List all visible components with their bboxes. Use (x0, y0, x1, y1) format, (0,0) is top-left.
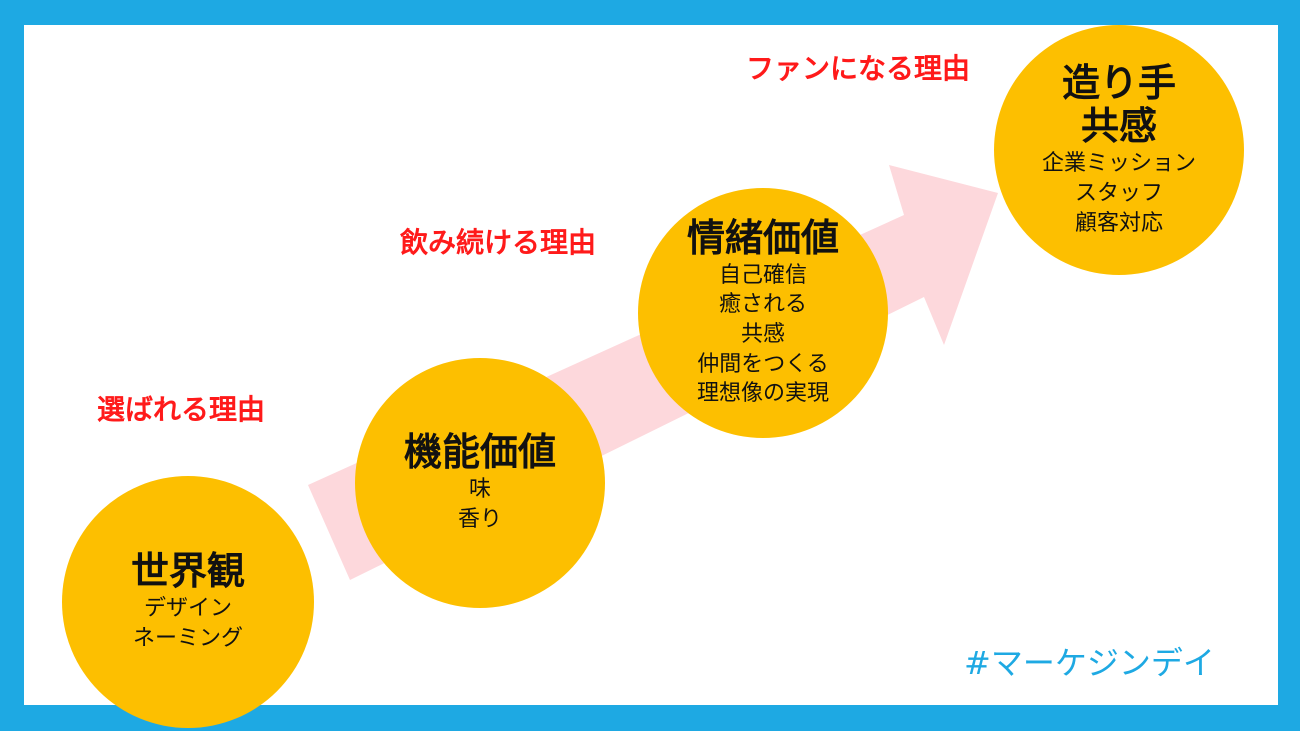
stage-emotional-item: 自己確信 (718, 262, 807, 288)
reason-continue: 飲み続ける理由 (400, 226, 597, 259)
stage-maker-title-line1: 造り手 (1061, 60, 1176, 105)
stage-emotional-item: 理想像の実現 (696, 381, 829, 407)
stage-worldview-item: ネーミング (132, 625, 243, 651)
stage-maker: 造り手 共感 企業ミッション スタッフ 顧客対応 (994, 25, 1244, 275)
stage-maker-item: 企業ミッション (1041, 151, 1196, 177)
stage-functional-item: 香り (457, 506, 502, 532)
stage-worldview-item: デザイン (143, 596, 232, 622)
slide-canvas: 選ばれる理由 飲み続ける理由 ファンになる理由 世界観 デザイン ネーミング 機… (24, 25, 1278, 728)
stage-functional: 機能価値 味 香り (355, 358, 605, 608)
stage-functional-item: 味 (468, 477, 491, 503)
stage-emotional-item: 癒される (718, 292, 807, 318)
stage-worldview-title: 世界観 (130, 549, 245, 594)
stage-worldview: 世界観 デザイン ネーミング (62, 476, 314, 728)
stage-emotional: 情緒価値 自己確信 癒される 共感 仲間をつくる 理想像の実現 (638, 188, 888, 438)
stage-maker-title-line2: 共感 (1080, 104, 1157, 149)
hashtag-label: #マーケジンデイ (964, 644, 1215, 682)
reason-chosen: 選ばれる理由 (97, 393, 266, 426)
stage-maker-item: スタッフ (1074, 180, 1163, 206)
stage-maker-item: 顧客対応 (1074, 210, 1163, 236)
reason-fan: ファンになる理由 (746, 52, 971, 85)
stage-emotional-item: 共感 (740, 322, 785, 347)
stage-functional-title: 機能価値 (403, 430, 556, 475)
stage-emotional-title: 情緒価値 (686, 215, 839, 260)
stage-emotional-item: 仲間をつくる (697, 351, 829, 377)
